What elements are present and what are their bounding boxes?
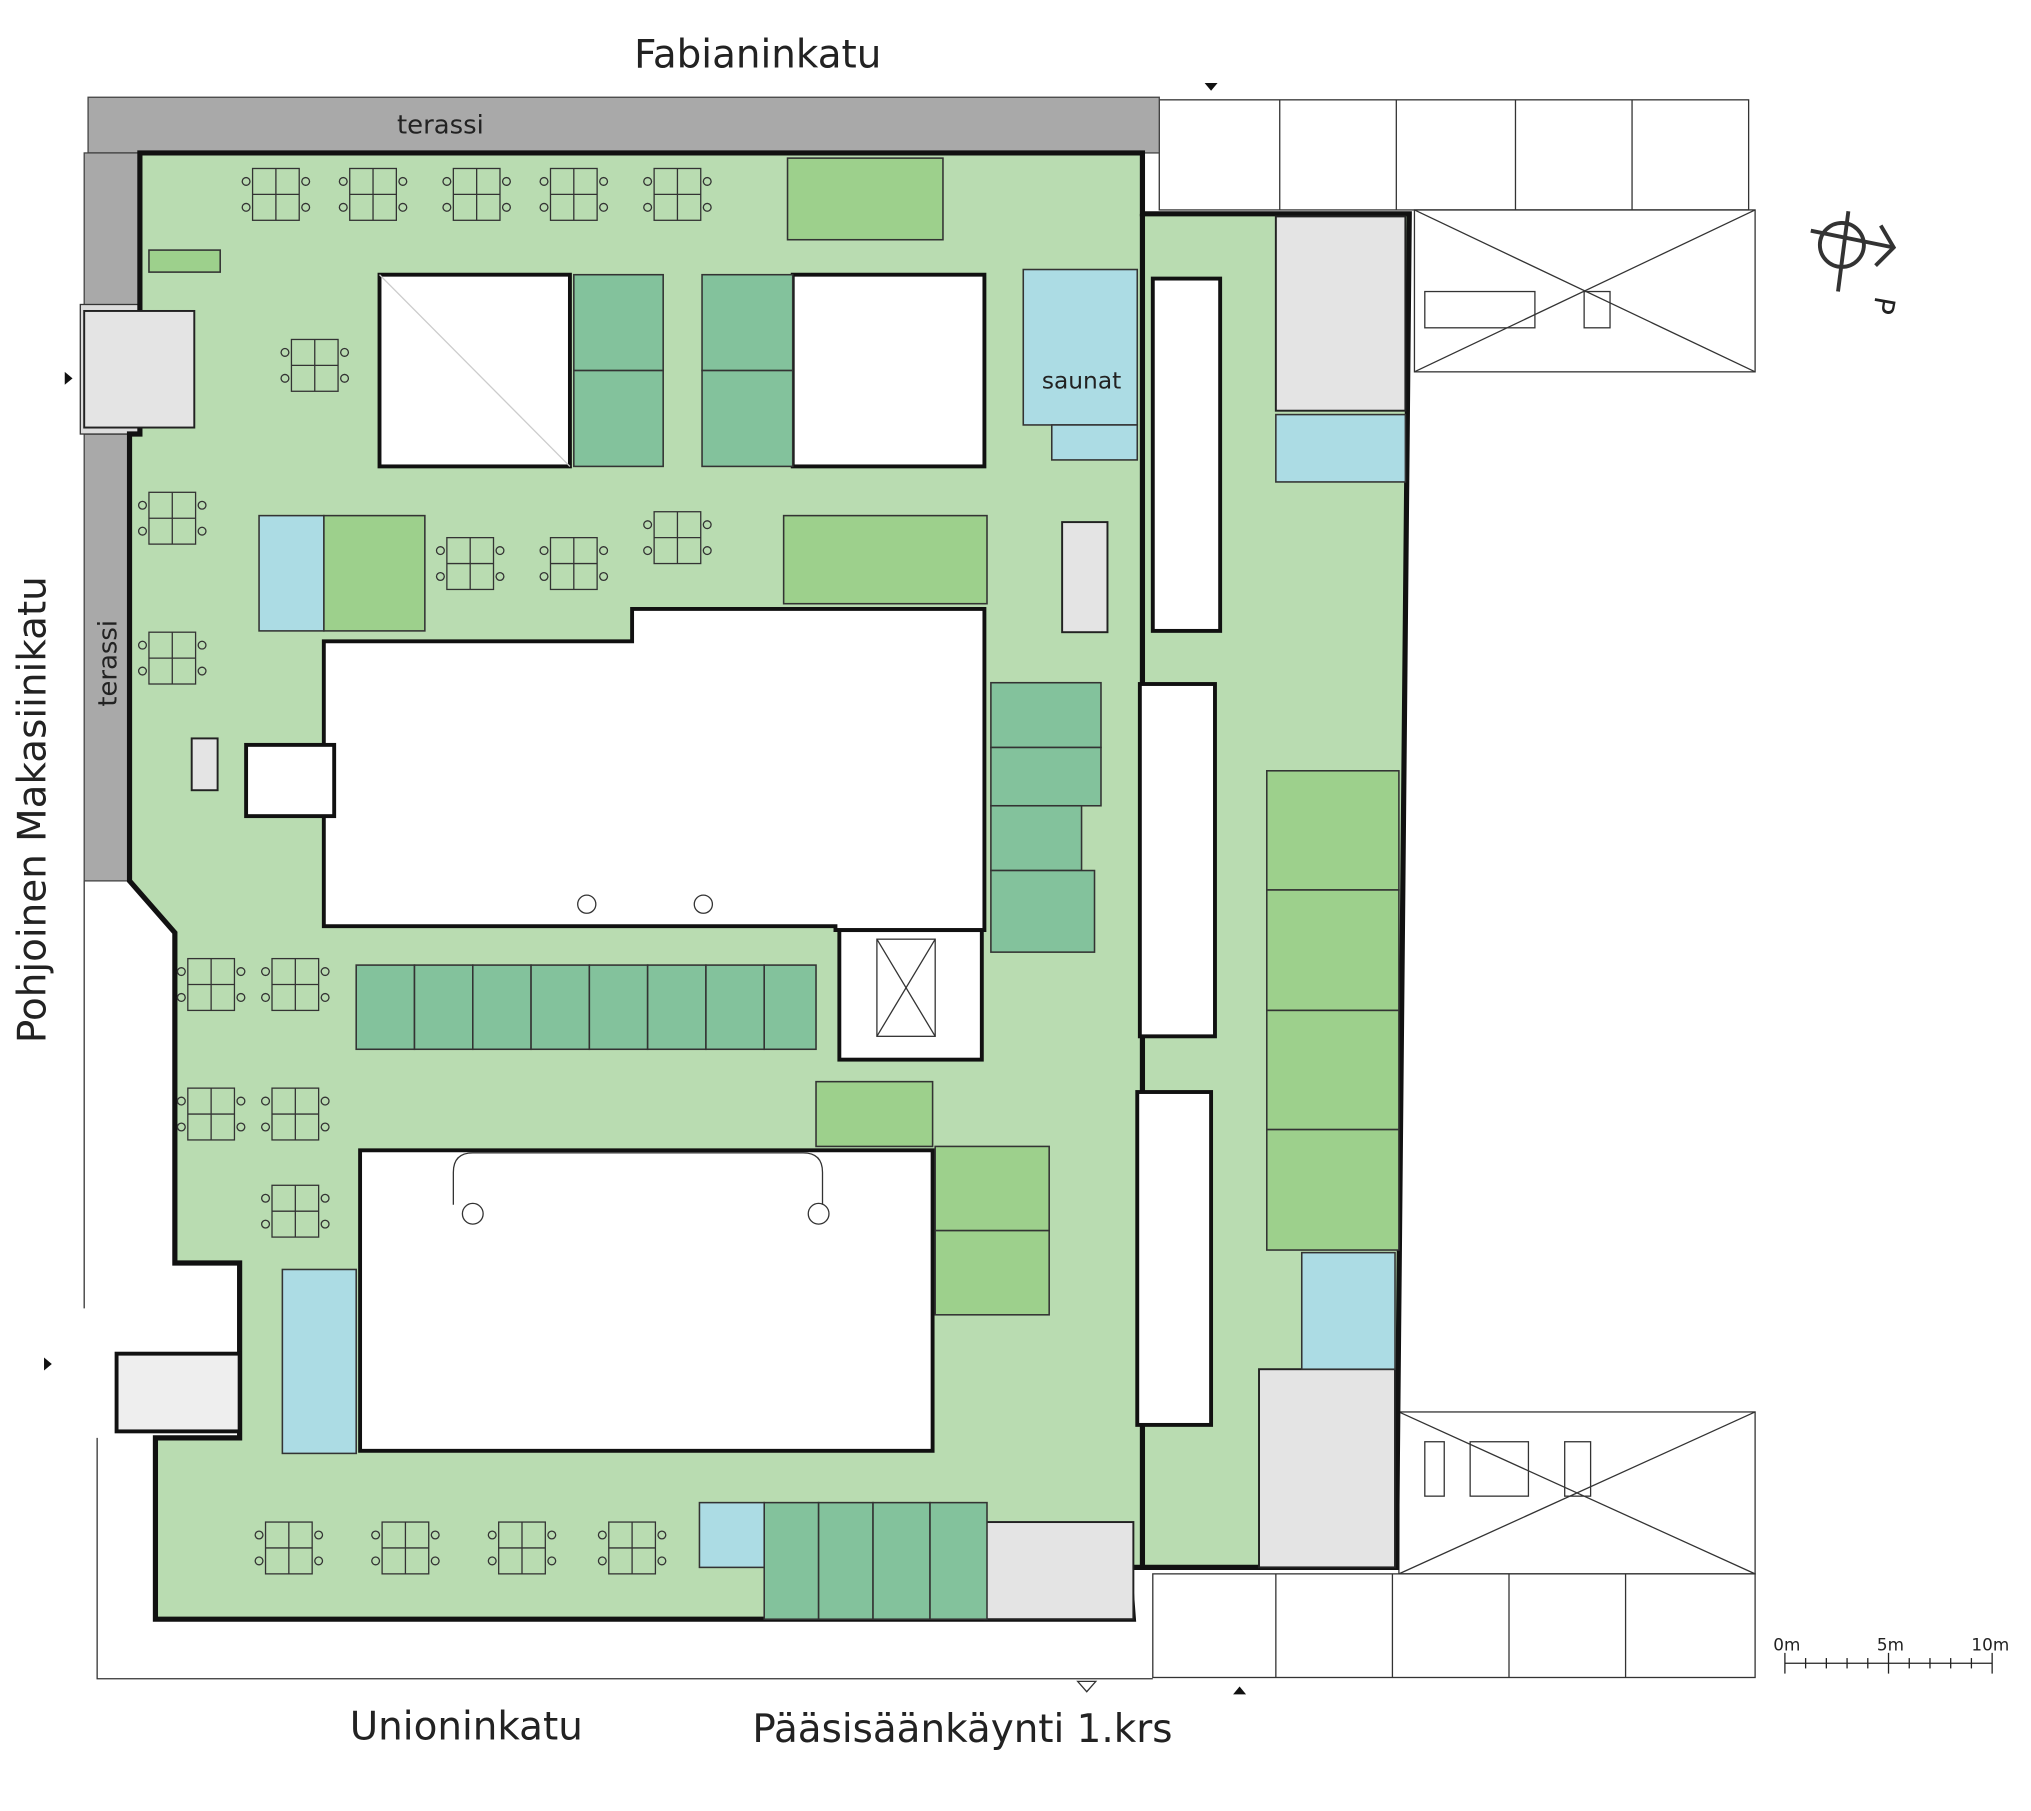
desk-group — [176, 1087, 246, 1141]
stair-cores — [83, 215, 1407, 1621]
furniture — [137, 167, 712, 1575]
sauna-label: saunat — [1042, 368, 1121, 395]
desk-group — [643, 167, 712, 221]
entrance-label: Pääsisäänkäynti 1.krs — [752, 1707, 1172, 1752]
street-label-west: Pohjoinen Makasiinikatu — [10, 576, 55, 1043]
terrace-label-left: terassi — [94, 620, 124, 707]
desk-group — [137, 631, 207, 685]
desk-group — [487, 1521, 557, 1575]
focus-rooms — [355, 273, 1102, 1620]
north-arrow-label: P — [1866, 294, 1901, 317]
desk-group — [137, 491, 207, 545]
desk-group — [442, 167, 511, 221]
neighbour-outlines — [83, 99, 1756, 1680]
desk-group — [643, 511, 712, 565]
desk-group — [539, 536, 609, 591]
desk-group — [539, 167, 609, 221]
desk-group — [254, 1521, 324, 1575]
street-label-north: Fabianinkatu — [634, 32, 881, 77]
wet-rooms — [258, 268, 1407, 1569]
scale-label-10: 10m — [1971, 1634, 2009, 1654]
desk-group — [371, 1521, 440, 1575]
desk-group — [280, 338, 350, 392]
entrance-markers — [44, 82, 1247, 1695]
street-label-south: Unioninkatu — [350, 1705, 583, 1750]
desk-group — [176, 957, 246, 1012]
desk-group — [260, 1184, 330, 1238]
desk-group — [241, 167, 311, 221]
courtyards — [114, 272, 1223, 1453]
desk-group — [260, 1087, 330, 1141]
courtyard-crossings — [379, 274, 936, 1225]
scale-bar — [1784, 1652, 1993, 1674]
north-arrow-icon — [1810, 210, 1897, 292]
terrace-label-top: terassi — [397, 111, 484, 141]
scale-label-0: 0m — [1773, 1634, 1800, 1654]
desk-group — [260, 957, 330, 1012]
meeting-rooms — [148, 157, 1400, 1316]
desk-group — [338, 167, 408, 221]
scale-label-5: 5m — [1877, 1634, 1904, 1654]
desk-group — [597, 1521, 667, 1575]
desk-group — [435, 536, 505, 591]
